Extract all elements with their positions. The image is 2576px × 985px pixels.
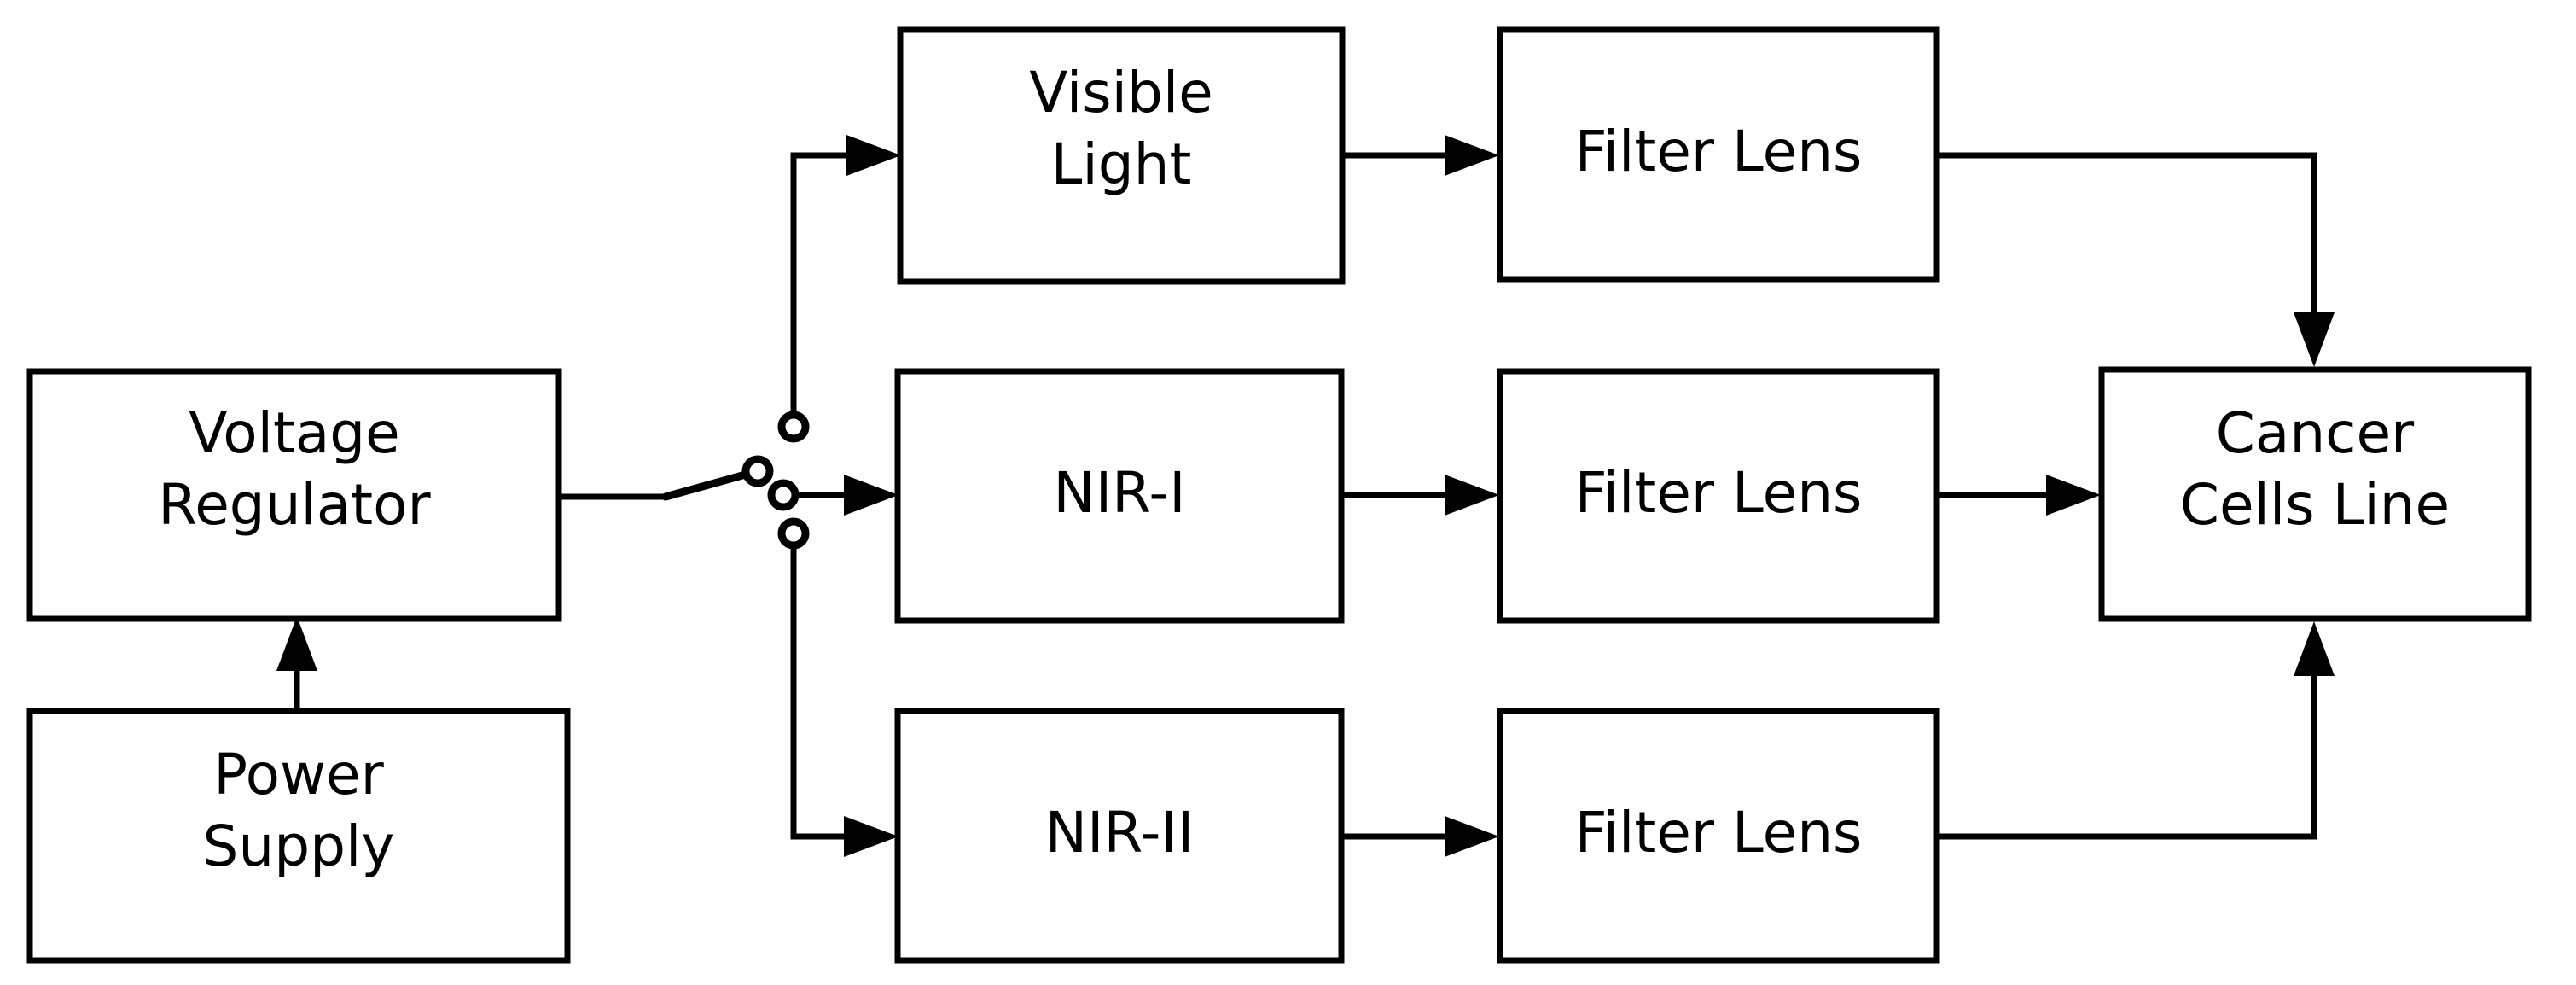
node-label-line1: NIR-II — [1045, 800, 1195, 866]
arrow-head-down-icon — [2294, 312, 2335, 367]
connection-switch-to-nir-ii — [790, 545, 898, 857]
node-filter-lens-mid[interactable]: Filter Lens — [1497, 368, 1940, 624]
node-voltage-regulator[interactable]: Voltage Regulator — [26, 368, 562, 622]
node-box — [26, 368, 562, 622]
switch-terminal-nir-ii[interactable] — [777, 517, 810, 550]
connection-nir-i-to-filter — [1341, 475, 1499, 516]
node-label-line2: Light — [1051, 131, 1192, 197]
connection-filter-top-to-cancer — [1937, 152, 2335, 367]
node-box — [1497, 26, 1940, 283]
node-label-line1: Visible — [1029, 60, 1213, 125]
arrow-head-right-icon — [1445, 475, 1499, 516]
node-label-line1: NIR-I — [1053, 460, 1185, 526]
switch-blade[interactable] — [661, 467, 762, 501]
switch-terminal-visible[interactable] — [777, 411, 810, 443]
node-power-supply[interactable]: Power Supply — [26, 708, 571, 964]
node-filter-lens-top[interactable]: Filter Lens — [1497, 26, 1940, 283]
node-box — [1497, 368, 1940, 624]
node-box — [897, 26, 1346, 285]
node-label-line1: Filter Lens — [1575, 800, 1863, 866]
connection-switch-to-nir-i — [795, 475, 898, 516]
selector-switch[interactable] — [741, 411, 810, 550]
node-visible-light[interactable]: Visible Light — [897, 26, 1346, 285]
node-box — [1497, 708, 1940, 964]
node-label-line1: Voltage — [189, 400, 400, 466]
connection-regulator-to-switch — [559, 467, 762, 501]
arrow-head-right-icon — [844, 475, 898, 516]
arrow-head-right-icon — [846, 135, 901, 176]
connection-visible-to-filter — [1342, 135, 1499, 176]
arrow-head-up-icon — [2294, 621, 2335, 676]
connection-nir-ii-to-filter — [1341, 816, 1499, 857]
connection-power-to-regulator — [276, 616, 317, 711]
node-box — [894, 368, 1345, 624]
node-filter-lens-bot[interactable]: Filter Lens — [1497, 708, 1940, 964]
switch-terminal-nir-i[interactable] — [767, 479, 800, 511]
node-label-line2: Supply — [203, 813, 395, 879]
node-box — [2098, 366, 2532, 622]
arrow-head-right-icon — [2046, 475, 2101, 516]
node-box — [894, 708, 1345, 964]
node-label-line2: Cells Line — [2180, 472, 2450, 538]
arrow-head-right-icon — [1445, 816, 1499, 857]
arrow-head-up-icon — [276, 616, 317, 671]
connection-filter-mid-to-cancer — [1937, 475, 2101, 516]
node-label-line1: Filter Lens — [1575, 460, 1863, 526]
node-box — [26, 708, 571, 964]
arrow-head-right-icon — [844, 816, 898, 857]
node-cancer-cells-line[interactable]: Cancer Cells Line — [2098, 366, 2532, 622]
node-label-line2: Regulator — [158, 472, 431, 538]
connection-switch-to-visible — [790, 135, 901, 415]
switch-pivot-contact[interactable] — [741, 455, 774, 487]
node-label-line1: Power — [213, 742, 384, 807]
arrow-head-right-icon — [1445, 135, 1499, 176]
node-label-line1: Cancer — [2216, 400, 2415, 466]
connection-filter-bot-to-cancer — [1937, 621, 2335, 840]
node-nir-ii[interactable]: NIR-II — [894, 708, 1345, 964]
node-label-line1: Filter Lens — [1575, 119, 1863, 184]
node-nir-i[interactable]: NIR-I — [894, 368, 1345, 624]
